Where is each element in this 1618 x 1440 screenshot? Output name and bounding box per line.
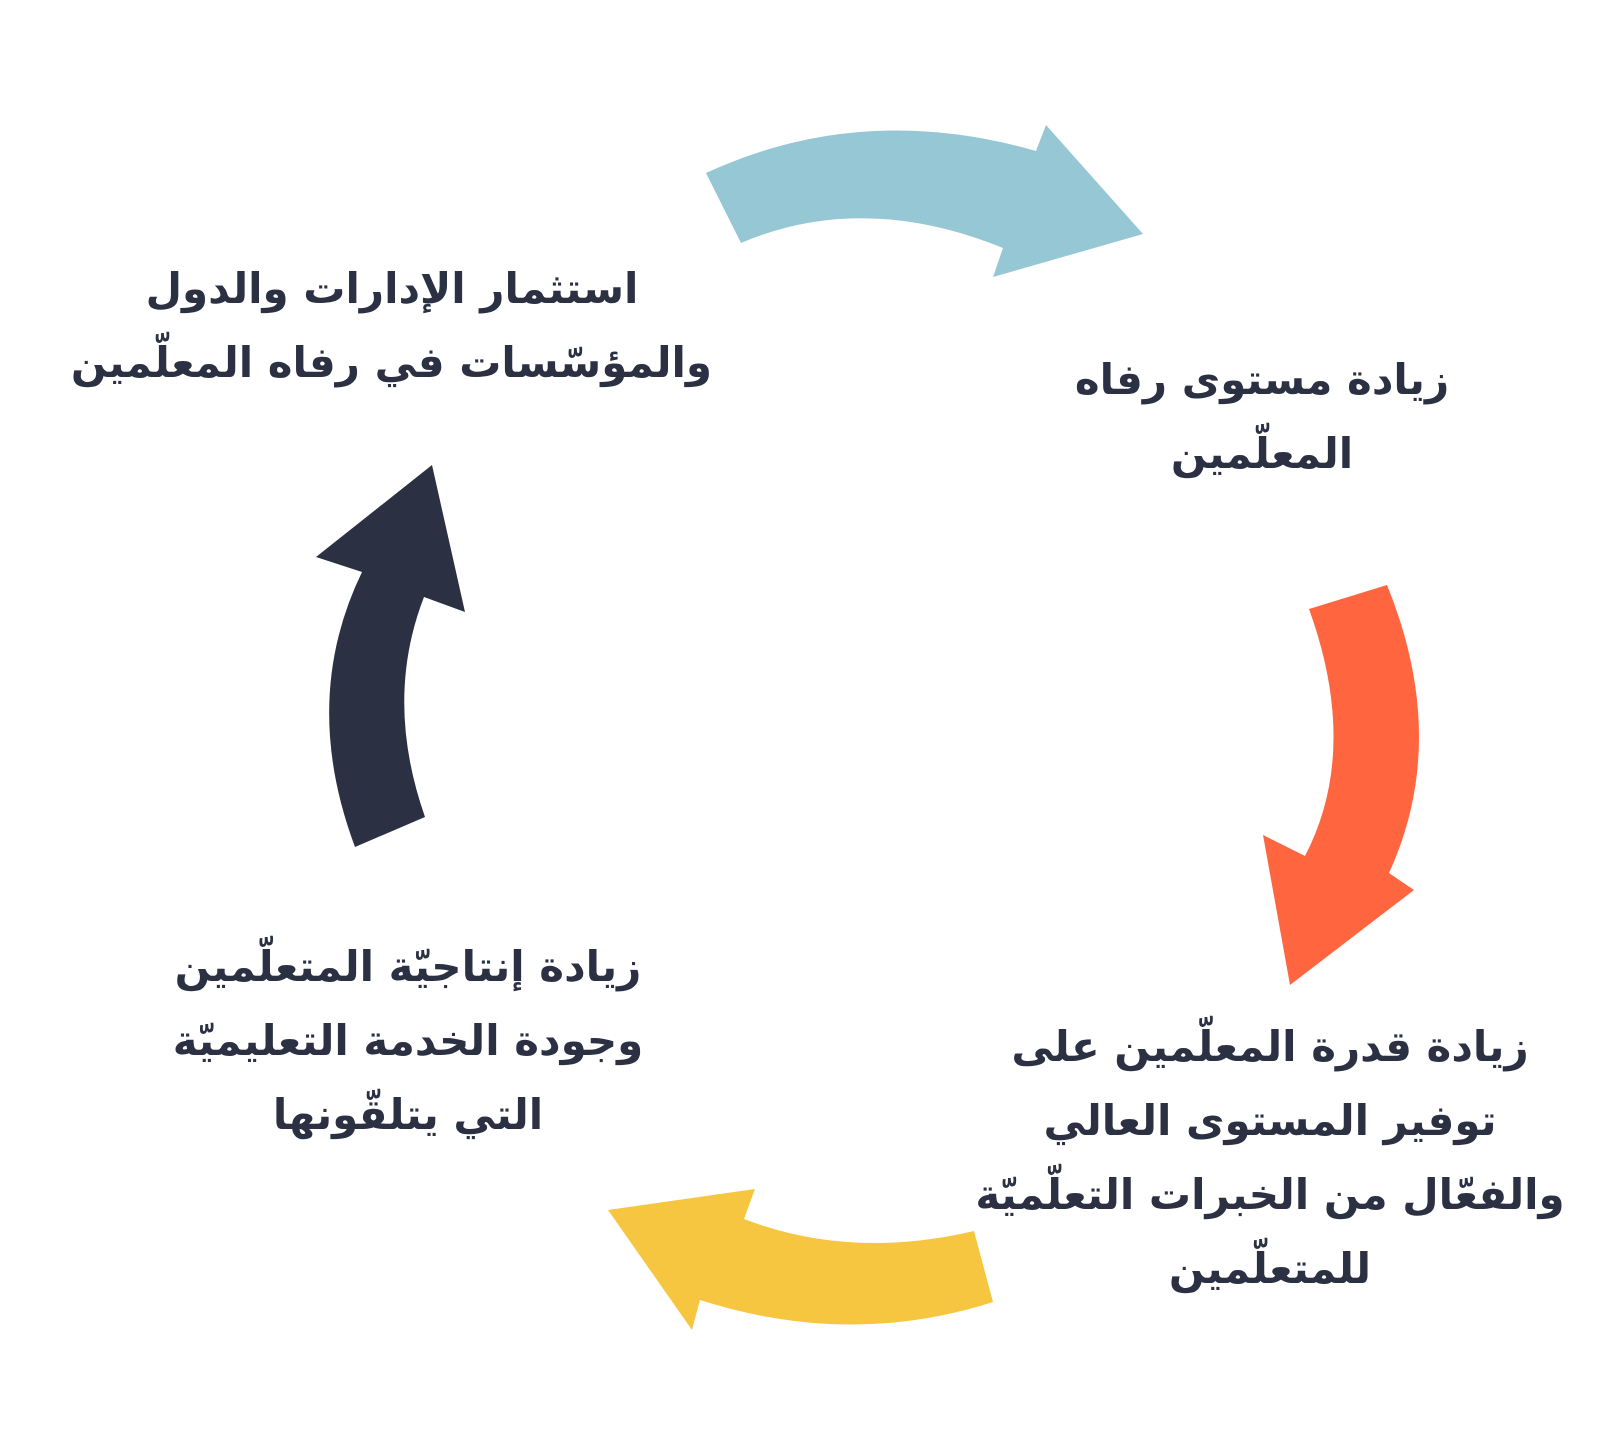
step-4-line-3: التي يتلقّونها [272, 1090, 544, 1139]
step-2-label: زيادة مستوى رفاه المعلّمين [1062, 343, 1462, 491]
step-2-line-2: المعلّمين [1170, 429, 1354, 478]
step-1-line-2: والمؤسّسات في رفاه المعلّمين [70, 338, 712, 387]
step-3-line-1: زيادة قدرة المعلّمين على [1011, 1022, 1529, 1071]
step-4-line-2: وجودة الخدمة التعليميّة [172, 1016, 644, 1065]
arrow-top-icon [706, 125, 1143, 277]
step-1-line-1: استثمار الإدارات والدول [145, 264, 639, 313]
step-3-line-2: توفير المستوى العالي [1043, 1096, 1497, 1145]
arrow-bottom-icon [608, 1189, 993, 1330]
step-2-line-1: زيادة مستوى رفاه [1074, 355, 1450, 404]
step-3-label: زيادة قدرة المعلّمين على توفير المستوى ا… [965, 1010, 1575, 1306]
arrow-right-icon [1263, 585, 1420, 985]
step-3-line-4: للمتعلّمين [1168, 1244, 1372, 1293]
step-4-line-1: زيادة إنتاجيّة المتعلّمين [174, 942, 642, 991]
arrow-left-icon [316, 465, 465, 847]
step-1-label: استثمار الإدارات والدول والمؤسّسات في رف… [70, 252, 712, 400]
step-4-label: زيادة إنتاجيّة المتعلّمين وجودة الخدمة ا… [148, 930, 668, 1152]
step-3-line-3: والفعّال من الخبرات التعلّميّة [975, 1170, 1565, 1219]
